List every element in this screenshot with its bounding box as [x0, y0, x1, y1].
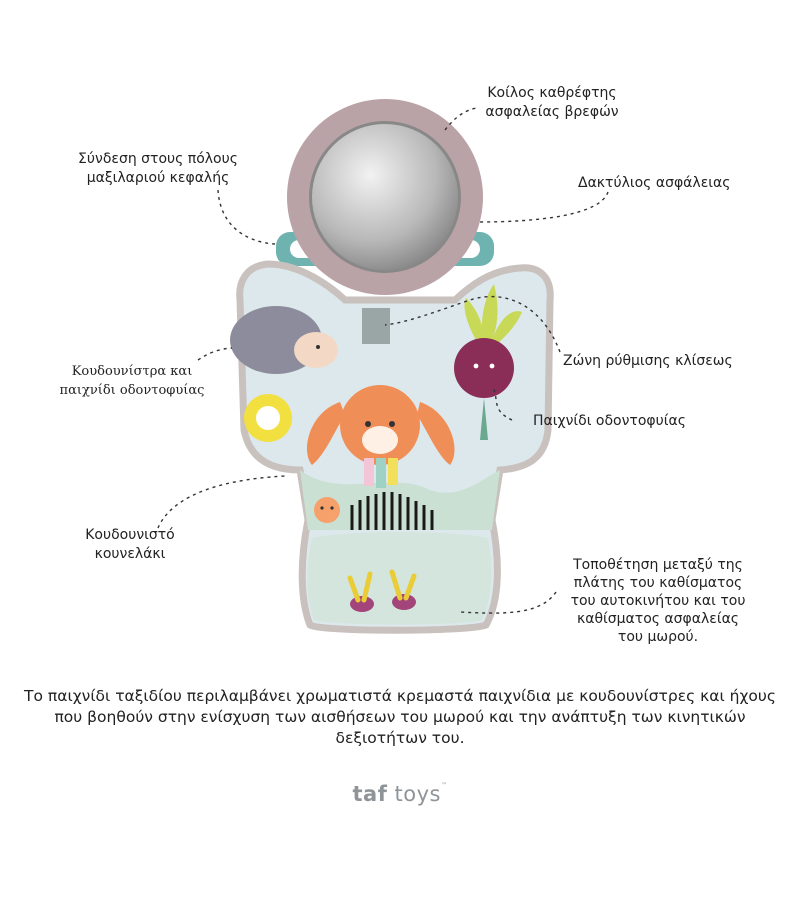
product-caption: Το παιχνίδι ταξιδίου περιλαμβάνει χρωματ…	[24, 687, 776, 747]
teether-ring	[244, 394, 292, 442]
bunny-label: Κουδουνιστό κουνελάκι	[85, 527, 175, 562]
contrast-stripes	[350, 492, 434, 530]
leader-lines	[157, 107, 609, 614]
logo-mark: ™	[441, 782, 448, 789]
logo-bold: taf	[352, 782, 388, 806]
headrest-callout: Σύνδεση στους πόλους μαξιλαριού κεφαλής	[58, 150, 258, 188]
rattle-teether-callout: Κουδουνίστρα και παιχνίδι οδοντοφυίας	[52, 362, 212, 400]
mat-lower-panel	[307, 532, 492, 625]
adjustment-strap	[362, 308, 390, 344]
mirror-callout: Κοίλος καθρέφτης ασφαλείας βρεφών	[472, 84, 632, 122]
teether-label: Παιχνίδι οδοντοφυίας	[533, 413, 686, 429]
headrest-label: Σύνδεση στους πόλους μαξιλαριού κεφαλής	[78, 151, 238, 186]
mirror-label: Κοίλος καθρέφτης ασφαλείας βρεφών	[485, 85, 619, 120]
strap-callout: Ζώνη ρύθμισης κλίσεως	[563, 352, 763, 371]
rattle-teether-label: Κουδουνίστρα και παιχνίδι οδοντοφυίας	[59, 364, 205, 398]
placement-callout: Τοποθέτηση μεταξύ της πλάτης του καθίσμα…	[548, 556, 768, 646]
bunny-rattle	[307, 385, 455, 488]
ring-label: Δακτύλιος ασφάλειας	[578, 175, 731, 191]
mat-plants	[347, 569, 417, 612]
beet-teether	[454, 284, 522, 440]
strap-label: Ζώνη ρύθμισης κλίσεως	[563, 353, 733, 369]
placement-label: Τοποθέτηση μεταξύ της πλάτης του καθίσμα…	[570, 557, 746, 645]
safety-mirror	[287, 99, 483, 295]
bunny-callout: Κουδουνιστό κουνελάκι	[75, 526, 185, 564]
ring-callout: Δακτύλιος ασφάλειας	[578, 174, 768, 193]
brand-logo: taf toys™	[350, 782, 450, 806]
small-fox	[314, 497, 340, 523]
hedgehog-rattle	[230, 306, 338, 374]
logo-light: toys	[387, 782, 441, 806]
teether-callout: Παιχνίδι οδοντοφυίας	[533, 412, 733, 431]
